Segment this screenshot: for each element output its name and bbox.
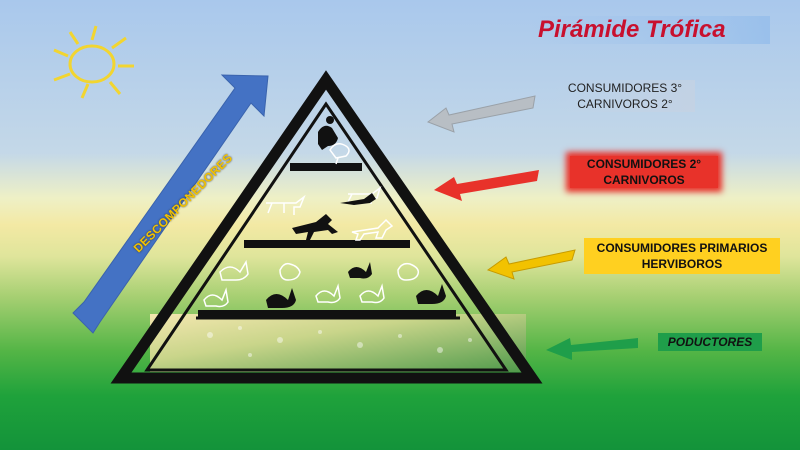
label-consumers-3-line2: CARNIVOROS 2°: [577, 97, 673, 111]
page-title: Pirámide Trófica: [530, 16, 770, 44]
bird-icon: [329, 143, 350, 165]
label-consumers-2-line1: CONSUMIDORES 2°: [586, 157, 702, 171]
producers-image: [150, 314, 526, 372]
rabbit-icon: [203, 259, 446, 308]
decomposers-arrow: [72, 74, 269, 334]
label-producers: PODUCTORES: [658, 333, 762, 351]
label-consumers-2: CONSUMIDORES 2° CARNIVOROS: [570, 156, 718, 188]
label-producers-text: PODUCTORES: [667, 335, 753, 349]
label-consumers-3: CONSUMIDORES 3° CARNIVOROS 2°: [555, 80, 695, 112]
label-consumers-1-line1: CONSUMIDORES PRIMARIOS: [596, 241, 768, 255]
label-consumers-1-line2: HERVIBOROS: [641, 257, 723, 271]
label-consumers-1: CONSUMIDORES PRIMARIOS HERVIBOROS: [584, 238, 780, 274]
label-consumers-3-line1: CONSUMIDORES 3°: [567, 81, 683, 95]
arrow-consumers-3: [426, 95, 536, 133]
trophic-pyramid: [110, 70, 543, 384]
vulture-icon: [318, 116, 338, 150]
label-consumers-2-line2: CARNIVOROS: [603, 173, 685, 187]
arrow-consumers-2: [434, 170, 539, 201]
fox-icon: [266, 186, 394, 241]
sun-icon: [53, 25, 134, 99]
chicken-icon: [279, 262, 420, 281]
arrow-consumers-1: [486, 249, 576, 280]
arrow-producers: [546, 338, 638, 360]
